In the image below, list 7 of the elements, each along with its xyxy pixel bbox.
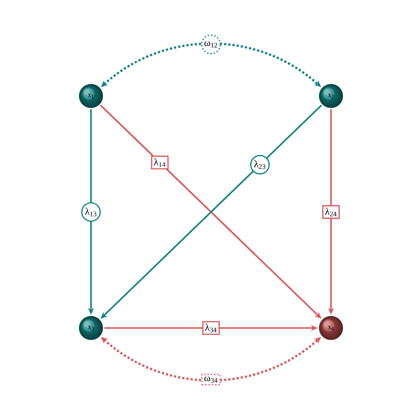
edge-label: λ$_{14}$ [151,156,169,170]
edge-label: λ$_{34}$ [202,321,220,335]
edge-label: ω$_{34}$ [201,374,221,386]
edge-label: λ$_{23}$ [250,154,270,174]
edge-label: ω$_{12}$ [201,34,221,54]
edge-label: λ$_{13}$ [81,202,101,222]
edge-label: λ$_{24}$ [322,205,340,219]
